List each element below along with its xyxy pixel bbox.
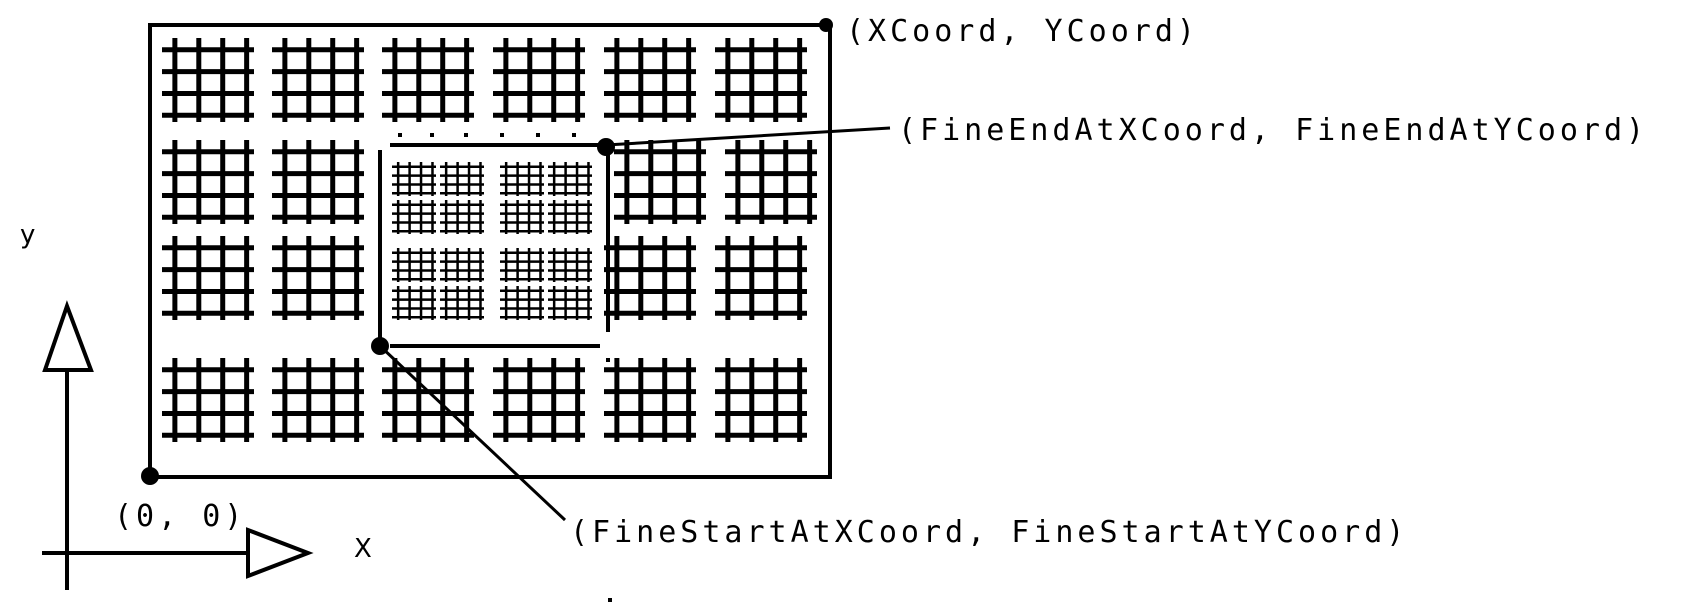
coarse-cell <box>162 358 254 442</box>
fine-end-leader-line <box>605 126 891 147</box>
origin-coordinate-label: (0, 0) <box>114 499 247 534</box>
coarse-cell <box>614 140 706 224</box>
coarse-cell <box>715 38 807 122</box>
coarse-cell <box>604 236 696 320</box>
corner-point-marker <box>819 18 833 32</box>
coarse-cell <box>604 358 696 442</box>
coarse-cell <box>162 38 254 122</box>
fine-region-dots <box>398 133 612 602</box>
coarse-cell <box>272 236 364 320</box>
coarse-grid <box>162 38 817 442</box>
fine-cell <box>548 286 592 320</box>
fine-cell <box>392 248 436 282</box>
corner-coordinate-label: (XCoord, YCoord) <box>846 14 1199 49</box>
fine-cell <box>548 162 592 196</box>
fine-end-coordinate-label: (FineEndAtXCoord, FineEndAtYCoord) <box>898 113 1649 148</box>
y-axis-arrowhead <box>42 300 94 372</box>
coarse-cell <box>604 38 696 122</box>
coarse-cell <box>272 358 364 442</box>
x-axis-arrowhead <box>246 527 314 579</box>
coarse-cell <box>272 140 364 224</box>
y-axis-label: y <box>20 220 36 250</box>
fine-cell <box>440 162 484 196</box>
fine-cell <box>548 200 592 234</box>
coarse-cell <box>715 358 807 442</box>
coarse-cell <box>725 140 817 224</box>
x-axis-label: X <box>354 534 372 564</box>
coarse-cell <box>382 38 474 122</box>
fine-cell <box>440 200 484 234</box>
fine-cell <box>548 248 592 282</box>
fine-cell <box>500 286 544 320</box>
fine-cell <box>392 200 436 234</box>
fine-grid <box>392 162 592 320</box>
coarse-cell <box>272 38 364 122</box>
fine-cell <box>440 248 484 282</box>
fine-cell <box>392 286 436 320</box>
fine-start-leader-line <box>378 344 567 522</box>
coarse-cell <box>162 236 254 320</box>
coarse-cell <box>382 358 474 442</box>
axes <box>42 300 314 590</box>
coarse-cell <box>715 236 807 320</box>
coarse-cell <box>493 38 585 122</box>
origin-point-marker <box>141 467 159 485</box>
fine-cell <box>500 162 544 196</box>
fine-end-point-marker <box>597 138 615 156</box>
fine-cell <box>392 162 436 196</box>
fine-start-coordinate-label: (FineStartAtXCoord, FineStartAtYCoord) <box>570 515 1409 550</box>
fine-cell <box>500 248 544 282</box>
fine-cell <box>500 200 544 234</box>
fine-cell <box>440 286 484 320</box>
coarse-cell <box>493 358 585 442</box>
coarse-cell <box>162 140 254 224</box>
domain-border <box>148 23 832 479</box>
